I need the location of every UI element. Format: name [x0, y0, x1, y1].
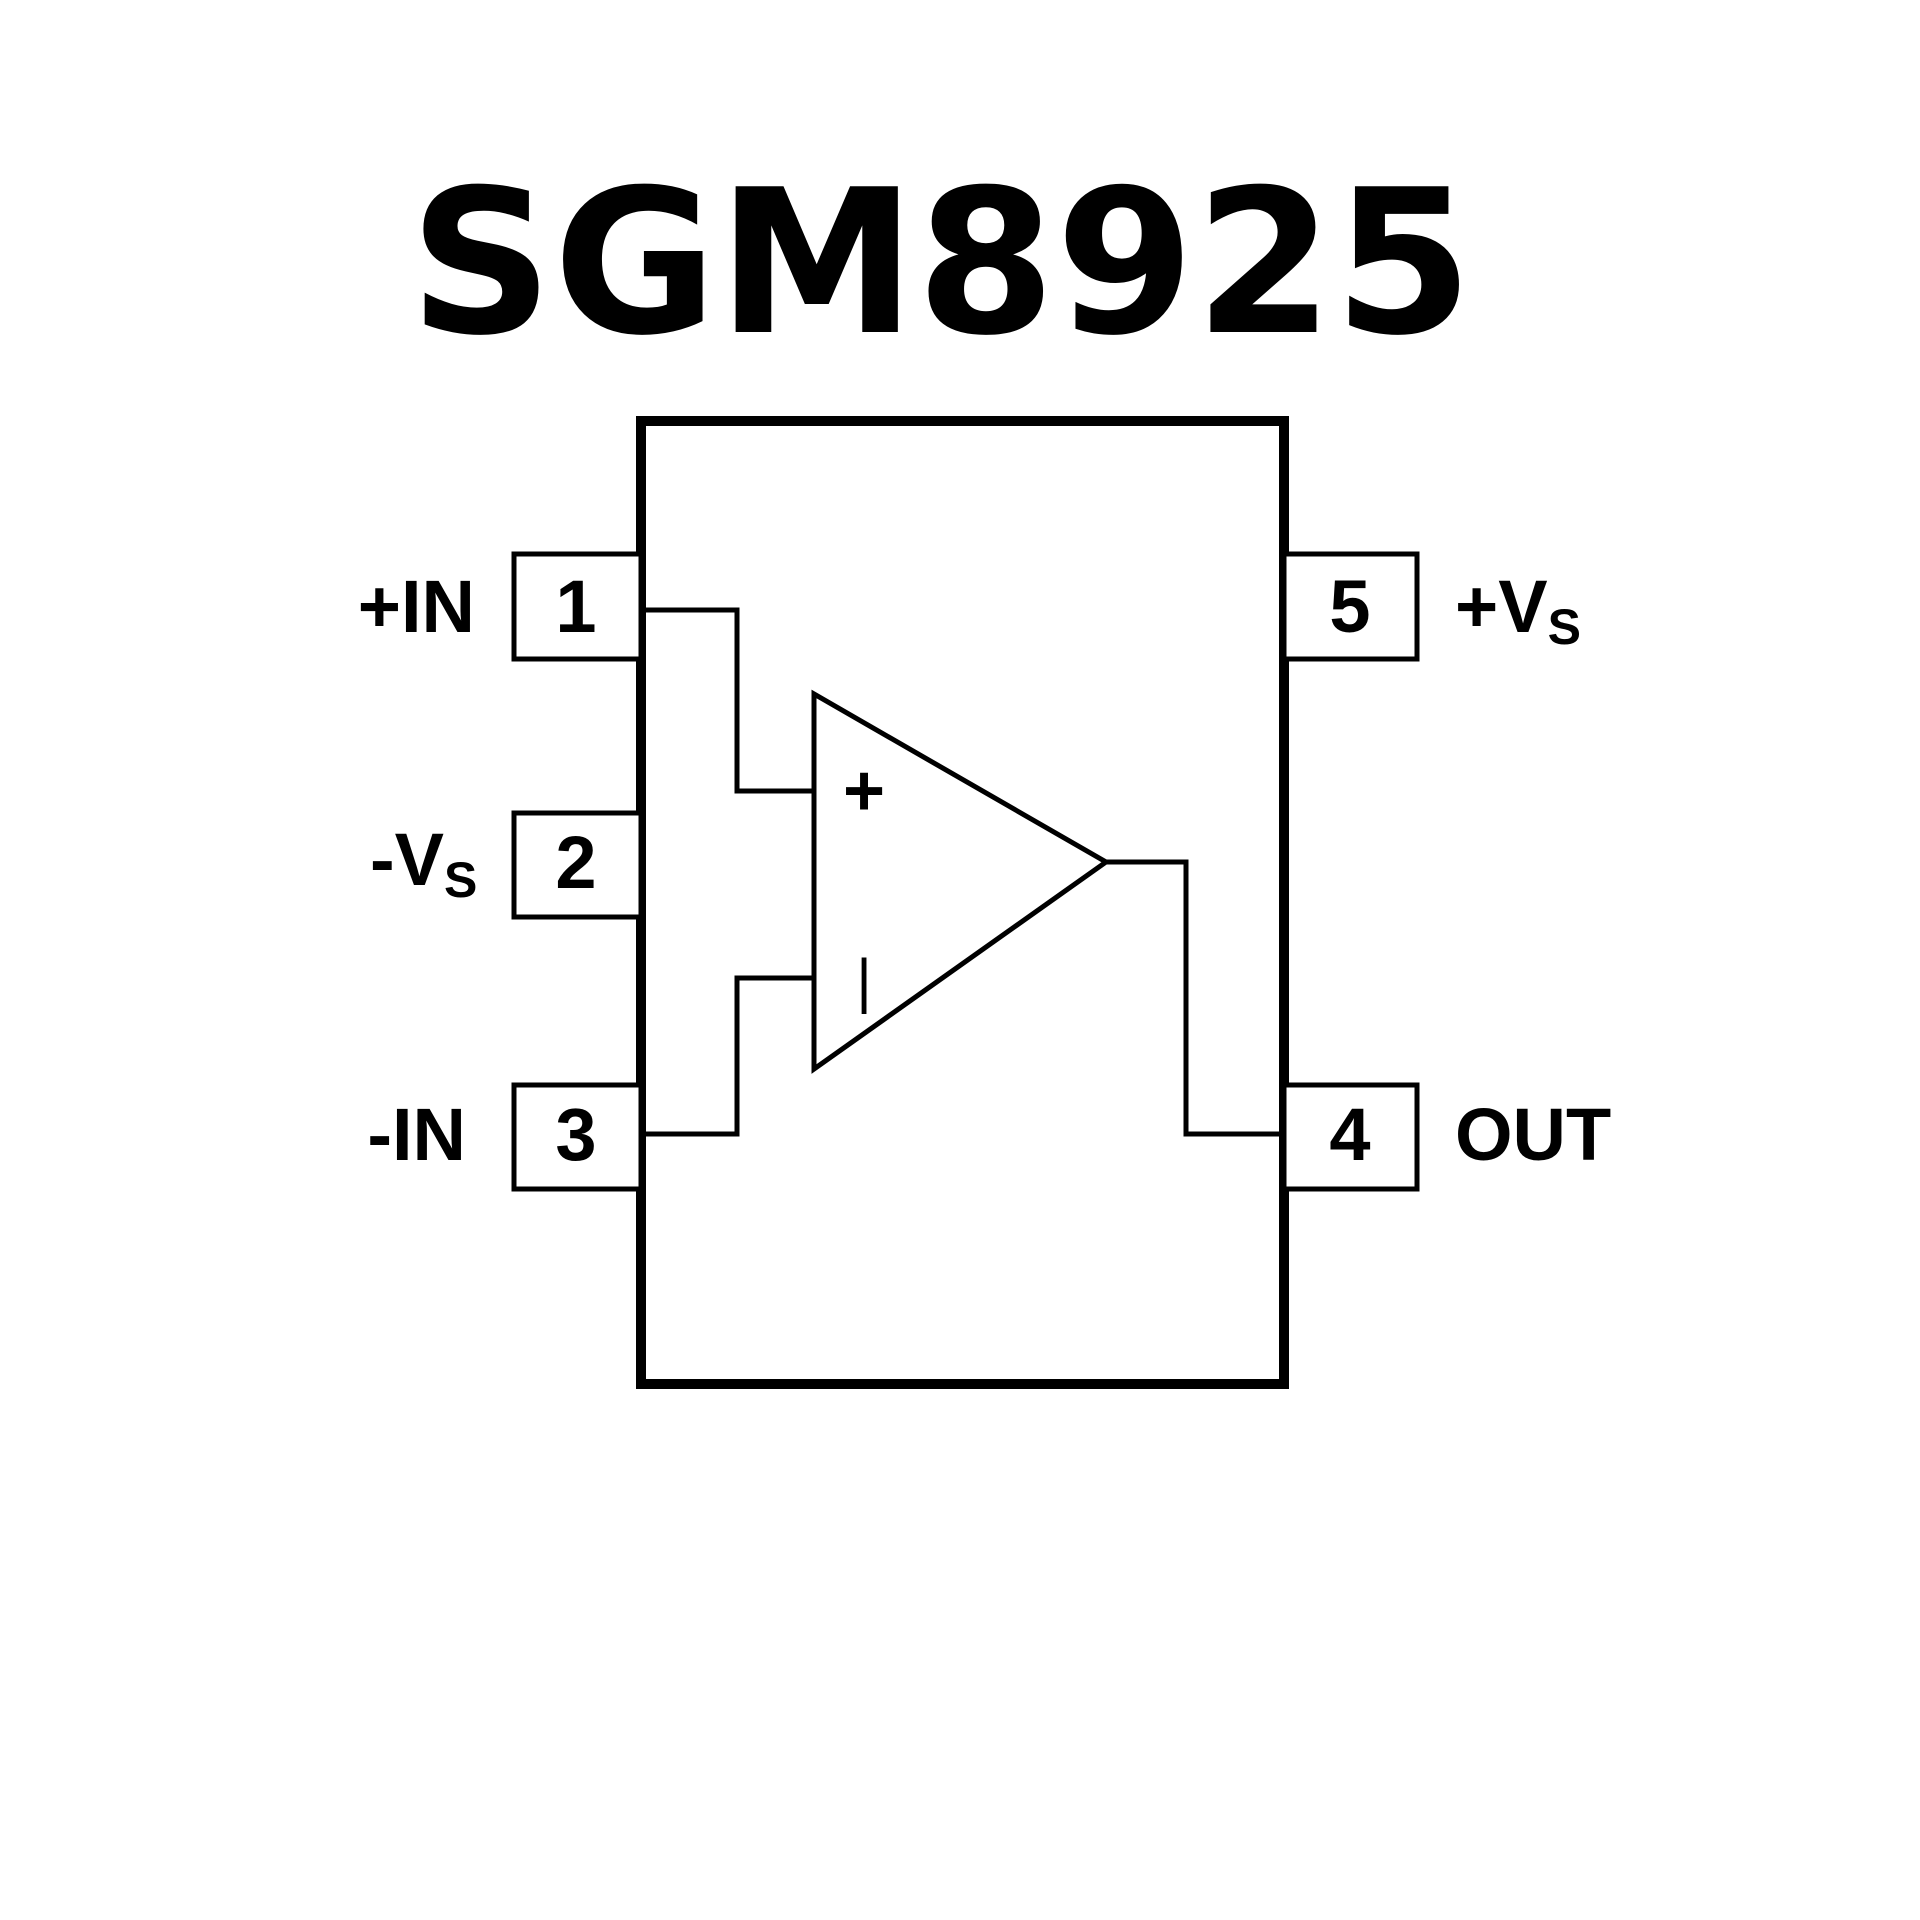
pin-5-label: +VS [1455, 565, 1581, 655]
pin-4-number: 4 [1329, 1093, 1370, 1176]
pin-4: 4 OUT [1281, 1082, 1611, 1192]
pin-2-label: -VS [370, 818, 477, 908]
pin-3: 3 -IN [367, 1082, 644, 1192]
wire-output [1106, 859, 1284, 1137]
pin-2-number: 2 [555, 821, 596, 904]
pin-5-box [1281, 551, 1420, 662]
pin-5: 5 +VS [1281, 551, 1581, 662]
pin-2-label-main: -V [370, 818, 444, 901]
pin-3-number: 3 [555, 1093, 596, 1176]
minus-sign-icon: | [856, 947, 872, 1014]
pin-1: 1 +IN [358, 551, 644, 662]
pin-4-label: OUT [1455, 1093, 1611, 1176]
plus-sign-icon: + [843, 751, 885, 831]
pin-2-box [511, 810, 644, 920]
wire-inverting-input [641, 975, 814, 1137]
pin-1-number: 1 [555, 565, 596, 648]
pin-2: 2 -VS [370, 810, 644, 920]
pin-5-label-main: +V [1455, 565, 1548, 648]
pin-1-box [511, 551, 644, 662]
pin-5-number: 5 [1329, 565, 1370, 648]
opamp-symbol [811, 689, 1111, 1074]
pin-1-label: +IN [358, 565, 475, 648]
pin-2-label-subscript: S [444, 852, 477, 908]
part-number-title: SGM8925 [409, 147, 1473, 380]
pin-4-box [1281, 1082, 1420, 1192]
pin-3-box [511, 1082, 644, 1192]
wire-noninverting-input [641, 607, 814, 794]
pin-5-label-subscript: S [1548, 599, 1581, 655]
pin-3-label: -IN [367, 1093, 466, 1176]
